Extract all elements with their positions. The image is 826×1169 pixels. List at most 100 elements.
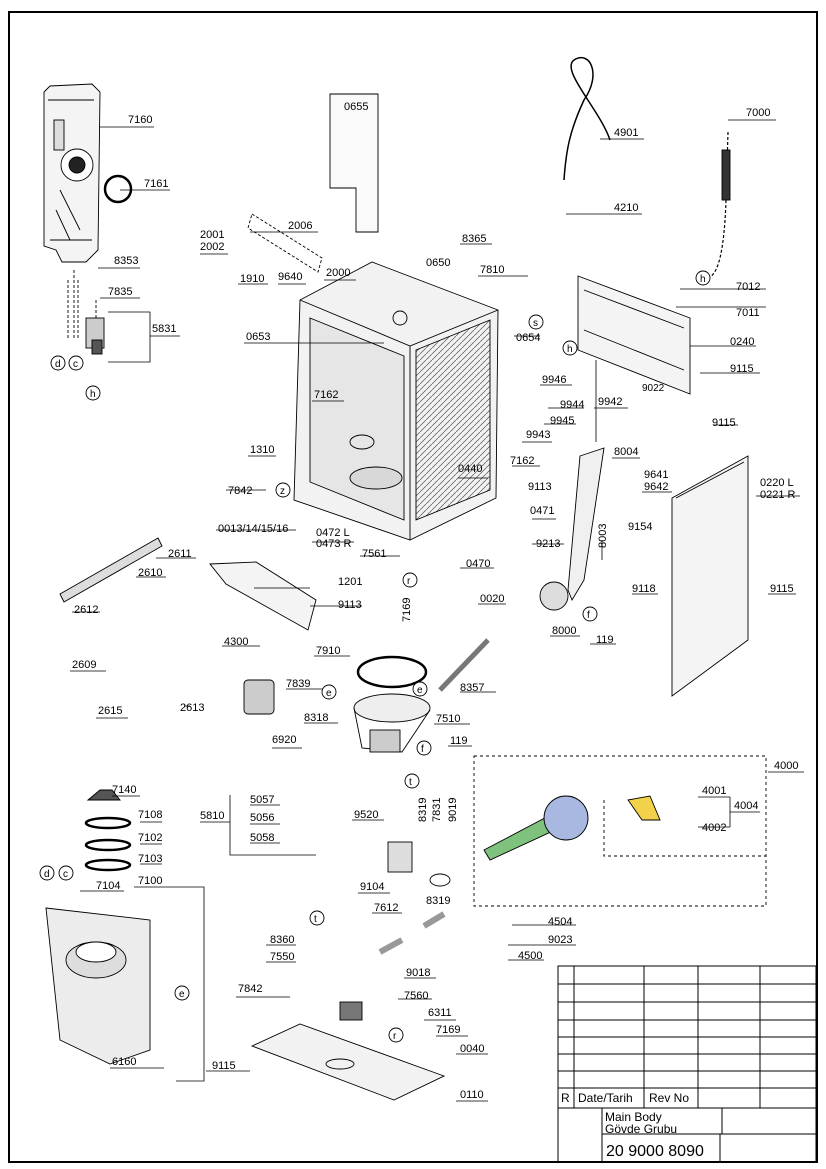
part-label: 9642 [644, 481, 668, 493]
part-label: 7842 [228, 485, 252, 497]
hose-drawing [563, 57, 611, 181]
part-label: 4001 [702, 785, 726, 797]
part-label: 4504 [548, 916, 572, 928]
part-label: 6311 [428, 1007, 452, 1019]
part-label: 0654 [516, 332, 540, 344]
part-label: 9019 [447, 798, 459, 822]
part-label: 4901 [614, 127, 638, 139]
part-label: 6160 [112, 1056, 136, 1068]
part-label: 9154 [628, 521, 652, 533]
part-label: 0013/14/15/16 [218, 523, 288, 535]
base-plate-drawing [250, 1023, 446, 1101]
motor-drawing [243, 679, 275, 715]
connector-letter: z [280, 486, 285, 497]
part-label: 7810 [480, 264, 504, 276]
softener-drawing [45, 907, 151, 1065]
part-label: 7104 [96, 880, 120, 892]
part-label: 4000 [774, 760, 798, 772]
connector-letter: h [700, 274, 706, 285]
part-label: 0653 [246, 331, 270, 343]
part-label: 9946 [542, 374, 566, 386]
connector-letter: h [90, 389, 96, 400]
heater-pipe-drawing [438, 638, 490, 692]
part-label: 9018 [406, 967, 430, 979]
part-label: 7102 [138, 832, 162, 844]
part-label: 8319 [426, 895, 450, 907]
part-label: 0040 [460, 1043, 484, 1055]
part-label: 7161 [144, 178, 168, 190]
part-label: 4210 [614, 202, 638, 214]
part-label: 7108 [138, 809, 162, 821]
connector-letter: d [55, 359, 61, 370]
hose-4500-drawing [378, 937, 404, 955]
base-tray-drawing [209, 561, 317, 631]
part-label: 7835 [108, 286, 132, 298]
part-label: 2002 [200, 241, 224, 253]
part-drawings [43, 57, 767, 1101]
part-label: 2613 [180, 702, 204, 714]
part-label: 4300 [224, 636, 248, 648]
connector-letter: r [407, 576, 411, 587]
part-label: 9118 [632, 583, 656, 595]
part-label: 9520 [354, 809, 378, 821]
connector-letter: c [73, 359, 78, 370]
title-block [557, 965, 817, 1163]
part-label: 8357 [460, 682, 484, 694]
connector-letter: e [326, 688, 332, 699]
gasket-drawing [356, 655, 428, 689]
part-label: 8353 [114, 255, 138, 267]
connector-letter: h [567, 344, 573, 355]
part-label: 8004 [614, 446, 638, 458]
part-label: 8319 [417, 798, 429, 822]
rear-frame-drawing [577, 275, 691, 395]
part-label: 9945 [550, 415, 574, 427]
connector-letters: d c h h h s z r f e e f t t d c e r [44, 274, 706, 1042]
part-label: 2006 [288, 220, 312, 232]
part-label: 9104 [360, 881, 384, 893]
drawing-number: 20 9000 8090 [606, 1143, 704, 1160]
part-label: 2609 [72, 659, 96, 671]
ring-7102-drawing [84, 838, 132, 852]
part-label: 7910 [316, 645, 340, 657]
part-label: 5810 [200, 810, 224, 822]
connector-letter: f [587, 610, 590, 621]
connector-letter: f [421, 744, 424, 755]
sheet-border [8, 11, 818, 1163]
ring-7103-drawing [84, 858, 132, 872]
part-label: 8365 [462, 233, 486, 245]
connector-markers [39, 270, 711, 1043]
part-label: 9023 [548, 934, 572, 946]
rev-marker: R [561, 1091, 570, 1105]
part-label: 9641 [644, 469, 668, 481]
part-label: 7140 [112, 784, 136, 796]
connector-letter: e [179, 989, 185, 1000]
part-label: 7160 [128, 114, 152, 126]
part-label: 4500 [518, 950, 542, 962]
part-label: 4002 [702, 822, 726, 834]
part-label: 0472 L [316, 527, 350, 539]
part-label: 119 [450, 735, 468, 747]
part-label: 0221 R [760, 489, 796, 501]
part-label: 7561 [362, 548, 386, 560]
part-label: 7103 [138, 853, 162, 865]
part-label: 0020 [480, 593, 504, 605]
part-label: 8003 [597, 524, 609, 548]
part-label: 9115 [770, 583, 794, 595]
part-label: 0471 [530, 505, 554, 517]
part-label: 0110 [460, 1089, 484, 1101]
part-label: 5057 [250, 794, 274, 806]
part-label: 7000 [746, 107, 770, 119]
connector-letter: t [314, 914, 317, 925]
part-label: 2001 [200, 229, 224, 241]
part-label: 8318 [304, 712, 328, 724]
part-label: 0240 [730, 336, 754, 348]
part-label: 7012 [736, 281, 760, 293]
part-label: 9115 [212, 1060, 236, 1072]
part-label: 9942 [598, 396, 622, 408]
control-housing-drawing [43, 83, 133, 263]
part-label: 2610 [138, 567, 162, 579]
part-label: 0440 [458, 463, 482, 475]
part-label: 2615 [98, 705, 122, 717]
part-label: 1310 [250, 444, 274, 456]
nut-drawing [86, 789, 121, 801]
